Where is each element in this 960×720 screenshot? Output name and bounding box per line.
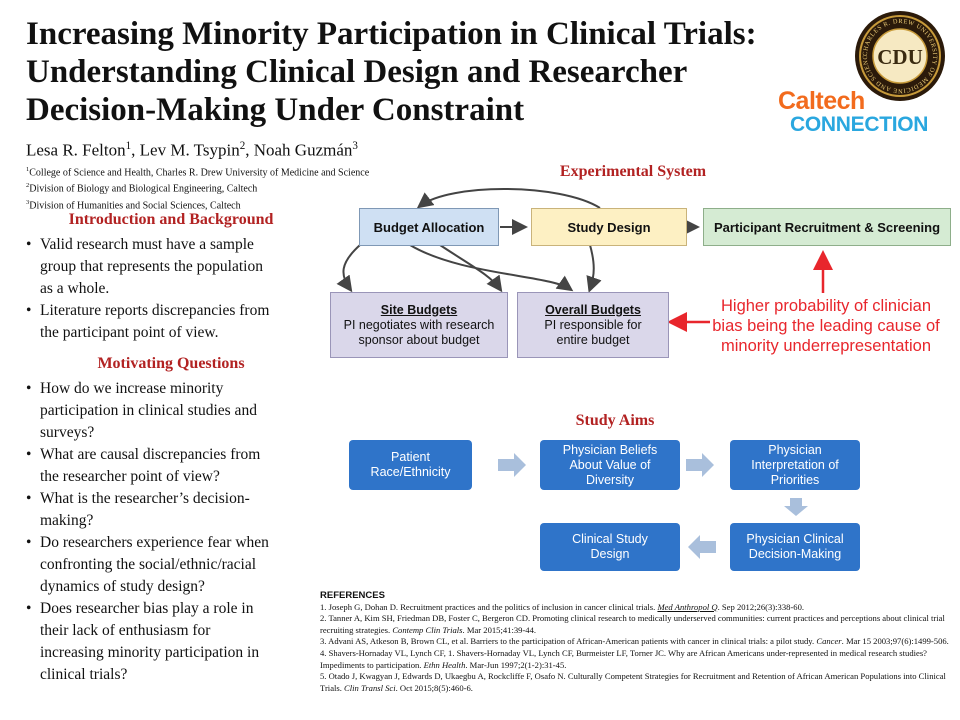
references: REFERENCES 1. Joseph G, Dohan D. Recruit… [320, 590, 950, 694]
connection-wordmark: CONNECTION [790, 113, 929, 136]
arc-design-to-budget [416, 188, 601, 209]
svg-text:CDU: CDU [877, 45, 923, 69]
affiliation-line: 1College of Science and Health, Charles … [26, 166, 370, 179]
overall-budgets-title: Overall Budgets [545, 302, 641, 317]
list-item: Literature reports discrepancies fromthe… [26, 300, 316, 344]
overall-budgets-box: Overall Budgets PI responsible for entir… [517, 292, 669, 358]
participant-recruitment-box: Participant Recruitment & Screening [703, 208, 951, 246]
affiliation-line: 3Division of Humanities and Social Scien… [26, 198, 241, 211]
title-line-1: Increasing Minority Participation in Cli… [26, 16, 757, 52]
author-name: , Noah Guzmán [245, 140, 353, 160]
questions-bullet-list: How do we increase minorityparticipation… [26, 378, 316, 686]
caltech-wordmark: Caltech [778, 87, 865, 115]
clinician-bias-note: Higher probability of clinician bias bei… [708, 296, 944, 356]
affiliations: 1College of Science and Health, Charles … [26, 163, 369, 212]
reference-item: 5. Otado J, Kwagyan J, Edwards D, Ukaegb… [320, 671, 946, 693]
caltech-connection-logo: Caltech CONNECTION [778, 88, 956, 138]
title-line-3: Decision-Making Under Constraint [26, 92, 525, 128]
note-line: bias being the leading cause of [712, 317, 940, 335]
aim-arrow-left [688, 535, 716, 559]
author-name: Lesa R. Felton [26, 140, 126, 160]
site-budgets-line: sponsor about budget [358, 332, 480, 347]
author-list: Lesa R. Felton1, Lev M. Tsypin2, Noah Gu… [26, 140, 358, 161]
note-line: Higher probability of clinician [720, 297, 932, 315]
arrow-budget-to-site [336, 244, 361, 293]
reference-item: 1. Joseph G, Dohan D. Recruitment practi… [320, 601, 805, 612]
aims-heading: Study Aims [575, 412, 655, 429]
reference-item: 2. Tanner A, Kim SH, Friedman DB, Foster… [320, 613, 945, 635]
aim-arrow-right-2 [686, 453, 714, 477]
questions-heading: Motivating Questions [97, 355, 245, 372]
author-affil-sup: 2 [239, 140, 246, 152]
author-name: , Lev M. Tsypin [131, 140, 240, 160]
title-line-2: Understanding Clinical Design and Resear… [26, 54, 688, 90]
site-budgets-box: Site Budgets PI negotiates with research… [330, 292, 508, 358]
affiliation-line: 2Division of Biology and Biological Engi… [26, 182, 258, 195]
overall-budgets-line: PI responsible for [544, 317, 642, 332]
reference-item: 4. Shavers-Hornaday VL, Lynch CF, 1. Sha… [320, 647, 927, 670]
arrow-budget-to-overall-long [409, 244, 574, 292]
poster-title: Increasing Minority Participation in Cli… [26, 15, 836, 129]
reference-item: 3. Advani AS, Atkeson B, Brown CL, et al… [320, 636, 949, 647]
list-item: What is the researcher’s decision-making… [26, 488, 316, 532]
aim-arrow-right-1 [498, 453, 526, 477]
study-design-box: Study Design [531, 208, 687, 246]
author-affil-sup: 1 [125, 140, 132, 152]
intro-heading: Introduction and Background [68, 211, 274, 228]
system-arrows [336, 188, 833, 332]
list-item: Does researcher bias play a role intheir… [26, 598, 316, 686]
aims-arrows [498, 453, 808, 559]
note-line: minority underrepresentation [720, 337, 932, 355]
cdu-seal-logo: CHARLES R. DREW UNIVERSITY OF MEDICINE A… [852, 5, 946, 102]
site-budgets-line: PI negotiates with research [343, 317, 495, 332]
aim-arrow-down [784, 498, 808, 516]
site-budgets-title: Site Budgets [380, 302, 458, 317]
system-heading: Experimental System [559, 163, 707, 180]
overall-budgets-line: entire budget [556, 332, 630, 347]
references-heading: REFERENCES [320, 590, 385, 601]
budget-allocation-box: Budget Allocation [359, 208, 499, 246]
list-item: Do researchers experience fear whenconfr… [26, 532, 316, 598]
author-affil-sup: 3 [352, 140, 358, 152]
list-item: How do we increase minorityparticipation… [26, 378, 316, 444]
arrow-design-to-overall [586, 244, 602, 293]
